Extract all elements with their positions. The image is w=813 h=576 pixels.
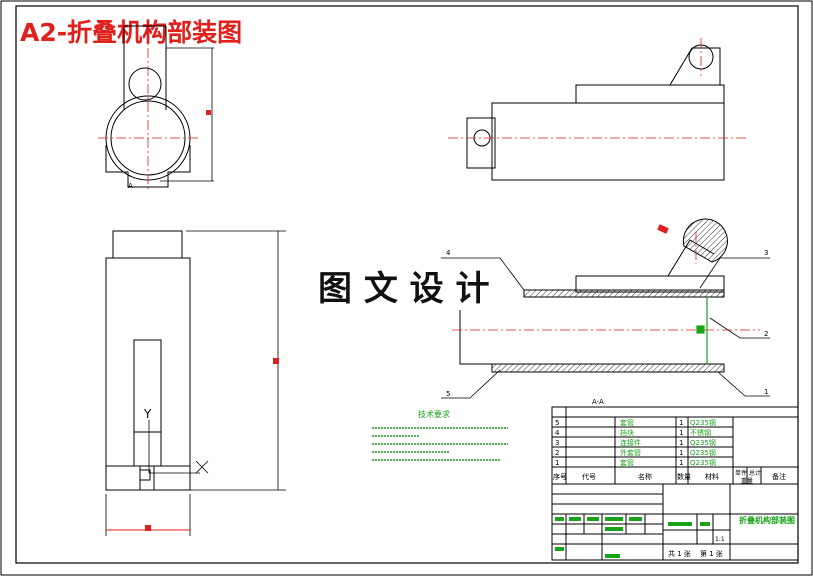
- dimension-marker-front: [206, 110, 211, 115]
- drawing-name: 折叠机构部装图: [739, 515, 795, 525]
- part-row-name: 套管: [620, 418, 634, 427]
- part-row-no: 3: [555, 439, 559, 447]
- part-row-qty: 1: [679, 419, 683, 427]
- front-view-centerlines: [98, 30, 200, 192]
- header-no: 序号: [553, 472, 567, 481]
- leader-lines: [441, 257, 770, 399]
- drawing-title: A2-折叠机构部装图: [20, 18, 242, 47]
- notes-title: 技术要求: [418, 409, 450, 419]
- header-unit-weight: 单件: [735, 469, 747, 477]
- part-row-no: 5: [555, 419, 559, 427]
- balloon-5: 5: [446, 390, 450, 398]
- header-qty: 数量: [677, 472, 691, 481]
- part-row-qty: 1: [679, 449, 683, 457]
- top-view: [466, 44, 725, 181]
- parts-rows: 5 套管 1 Q235钢 4 挡块 1 不锈钢 3 连接件 1 Q235钢 2 …: [555, 418, 716, 467]
- part-row-no: 4: [555, 429, 560, 437]
- parts-header: 序号 代号 名称 数量 材料 单件 总计 重量 备注: [553, 469, 786, 485]
- section-green-dimension: [696, 297, 708, 364]
- part-row-material: Q235钢: [690, 458, 716, 467]
- axis-label-x: X: [210, 467, 218, 481]
- part-row-material: 不锈钢: [690, 428, 711, 437]
- inner-border: [15, 5, 799, 564]
- header-total-weight: 总计: [749, 469, 761, 477]
- section-marker-label: A: [128, 182, 133, 190]
- section-view: [459, 218, 728, 373]
- sheet-number: 第 1 张: [700, 549, 723, 558]
- section-centerlines: [452, 232, 760, 331]
- front-view: [105, 25, 214, 188]
- title-block-grid: [551, 483, 799, 561]
- dimension-marker-side-width: [145, 525, 151, 531]
- section-view-label: A-A: [592, 398, 604, 406]
- balloon-4: 4: [446, 249, 451, 257]
- axis-indicator: [148, 420, 209, 474]
- notes-text-lines: [372, 427, 508, 461]
- header-weight: 重量: [741, 477, 753, 485]
- part-row-no: 2: [555, 449, 559, 457]
- part-row-name: 挡块: [620, 428, 634, 437]
- axis-label-y: Y: [143, 407, 152, 421]
- header-code: 代号: [582, 472, 596, 481]
- title-block-green-labels: [555, 517, 710, 558]
- watermark-text: 图 文 设 计: [318, 269, 490, 309]
- part-row-qty: 1: [679, 429, 683, 437]
- side-view: [105, 230, 286, 536]
- part-row-material: Q235钢: [690, 438, 716, 447]
- sheet-total: 共 1 张: [668, 549, 691, 558]
- dimension-marker-side-height: [273, 358, 279, 364]
- part-row-name: 外套管: [620, 448, 641, 457]
- header-material: 材料: [705, 472, 719, 481]
- section-red-marker: [657, 224, 669, 234]
- part-row-qty: 1: [679, 439, 683, 447]
- header-remark: 备注: [772, 472, 786, 481]
- balloon-3: 3: [764, 249, 768, 257]
- balloon-2: 2: [764, 330, 768, 338]
- part-row-no: 1: [555, 459, 559, 467]
- part-row-material: Q235钢: [690, 448, 716, 457]
- parts-list-grid: [551, 406, 799, 485]
- part-row-material: Q235钢: [690, 418, 716, 427]
- part-row-name: 套管: [620, 458, 634, 467]
- balloon-1: 1: [764, 388, 768, 396]
- part-row-name: 连接件: [620, 438, 641, 447]
- part-row-qty: 1: [679, 459, 683, 467]
- header-name: 名称: [638, 472, 652, 481]
- scale-value: 1:1: [715, 536, 725, 543]
- top-view-centerlines: [448, 38, 748, 139]
